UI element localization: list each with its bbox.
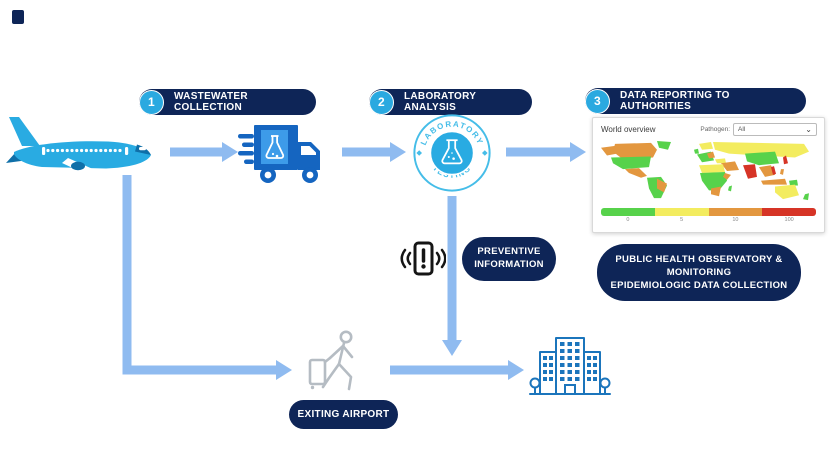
map-card-header: World overview Pathogen: All ⌄ [593, 118, 824, 138]
arrow-lab-to-map [506, 142, 586, 162]
step-number-1: 1 [139, 89, 164, 115]
arrow-truck-to-lab [342, 142, 406, 162]
legend-label: 100 [784, 217, 794, 223]
step-label-wastewater: WASTEWATER COLLECTION [174, 91, 248, 113]
arrow-plane-to-truck [170, 142, 238, 162]
person-luggage-icon [308, 330, 354, 391]
exiting-airport-pill: EXITING AIRPORT [289, 400, 398, 429]
airplane-icon [6, 117, 151, 176]
map-title: World overview [601, 125, 656, 134]
preventive-line1: PREVENTIVE [477, 246, 541, 258]
step-label-reporting: DATA REPORTING TO AUTHORITIES [620, 90, 730, 112]
arrow-lab-down [442, 196, 462, 356]
legend-label: 5 [680, 217, 684, 223]
arrow-plane-to-exit [122, 175, 292, 380]
public-health-pill: PUBLIC HEALTH OBSERVATORY & MONITORING E… [597, 244, 801, 301]
step-label-laboratory: LABORATORY ANALYSIS [404, 91, 477, 113]
exiting-airport-label: EXITING AIRPORT [297, 409, 390, 420]
legend-label: 0 [626, 217, 630, 223]
legend-segment-orange [708, 208, 763, 216]
step-pill-reporting: 3 DATA REPORTING TO AUTHORITIES [585, 88, 806, 114]
public-health-line3: EPIDEMIOLOGIC DATA COLLECTION [610, 280, 788, 292]
public-health-line1: PUBLIC HEALTH OBSERVATORY & [615, 253, 783, 265]
pathogen-value: All [738, 126, 746, 133]
map-legend-bar [601, 208, 816, 216]
step-number-3: 3 [585, 88, 610, 114]
legend-segment-red [762, 208, 816, 216]
chevron-down-icon: ⌄ [805, 124, 812, 134]
map-legend-labels: 0 5 10 100 [601, 217, 816, 223]
building-icon [529, 337, 611, 395]
step-pill-wastewater: 1 WASTEWATER COLLECTION [139, 89, 316, 115]
logo-mark [12, 10, 24, 24]
flask-icon [265, 135, 285, 159]
legend-label: 10 [732, 217, 739, 223]
legend-segment-yellow [654, 208, 709, 216]
legend-segment-green [601, 208, 655, 216]
world-overview-card: World overview Pathogen: All ⌄ [592, 117, 825, 233]
flask-icon [441, 139, 463, 165]
truck-icon [238, 125, 320, 183]
step-pill-laboratory: 2 LABORATORY ANALYSIS [369, 89, 532, 115]
public-health-line2: MONITORING [666, 266, 732, 278]
preventive-line2: INFORMATION [474, 259, 544, 270]
pathogen-label: Pathogen: [700, 126, 730, 133]
pathogen-dropdown[interactable]: All ⌄ [733, 123, 817, 136]
arrow-person-to-building [390, 360, 524, 380]
phone-alert-icon [400, 241, 446, 276]
laboratory-testing-badge: LABORATORY TESTING [413, 114, 491, 192]
step-number-2: 2 [369, 89, 394, 115]
preventive-information-pill: PREVENTIVE INFORMATION [462, 237, 556, 281]
world-map [601, 140, 809, 201]
